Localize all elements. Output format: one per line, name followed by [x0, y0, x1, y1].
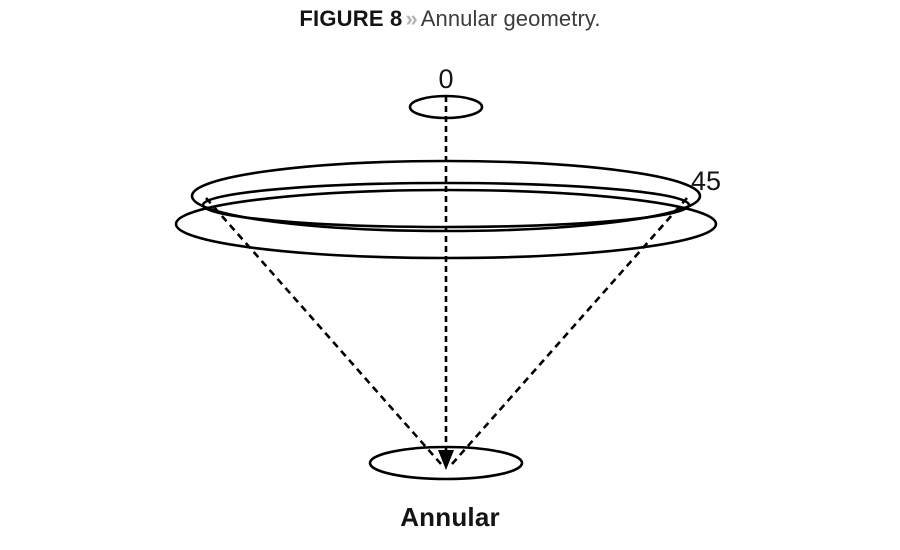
- label-zero-degrees: 0: [438, 64, 453, 94]
- cone-generator-right-dashed-line: [451, 197, 688, 465]
- figure-caption-text: Annular geometry.: [420, 6, 601, 31]
- figure-caption-separator-icon: »: [405, 6, 418, 31]
- cone-generator-left-dashed-line: [205, 197, 442, 465]
- axis-arrowhead-icon: [438, 450, 454, 470]
- diagram-title: Annular: [400, 502, 500, 532]
- figure-number-label: FIGURE 8: [299, 6, 403, 31]
- label-forty-five-degrees: 45: [691, 166, 721, 196]
- figure-caption: FIGURE 8»Annular geometry.: [0, 8, 900, 30]
